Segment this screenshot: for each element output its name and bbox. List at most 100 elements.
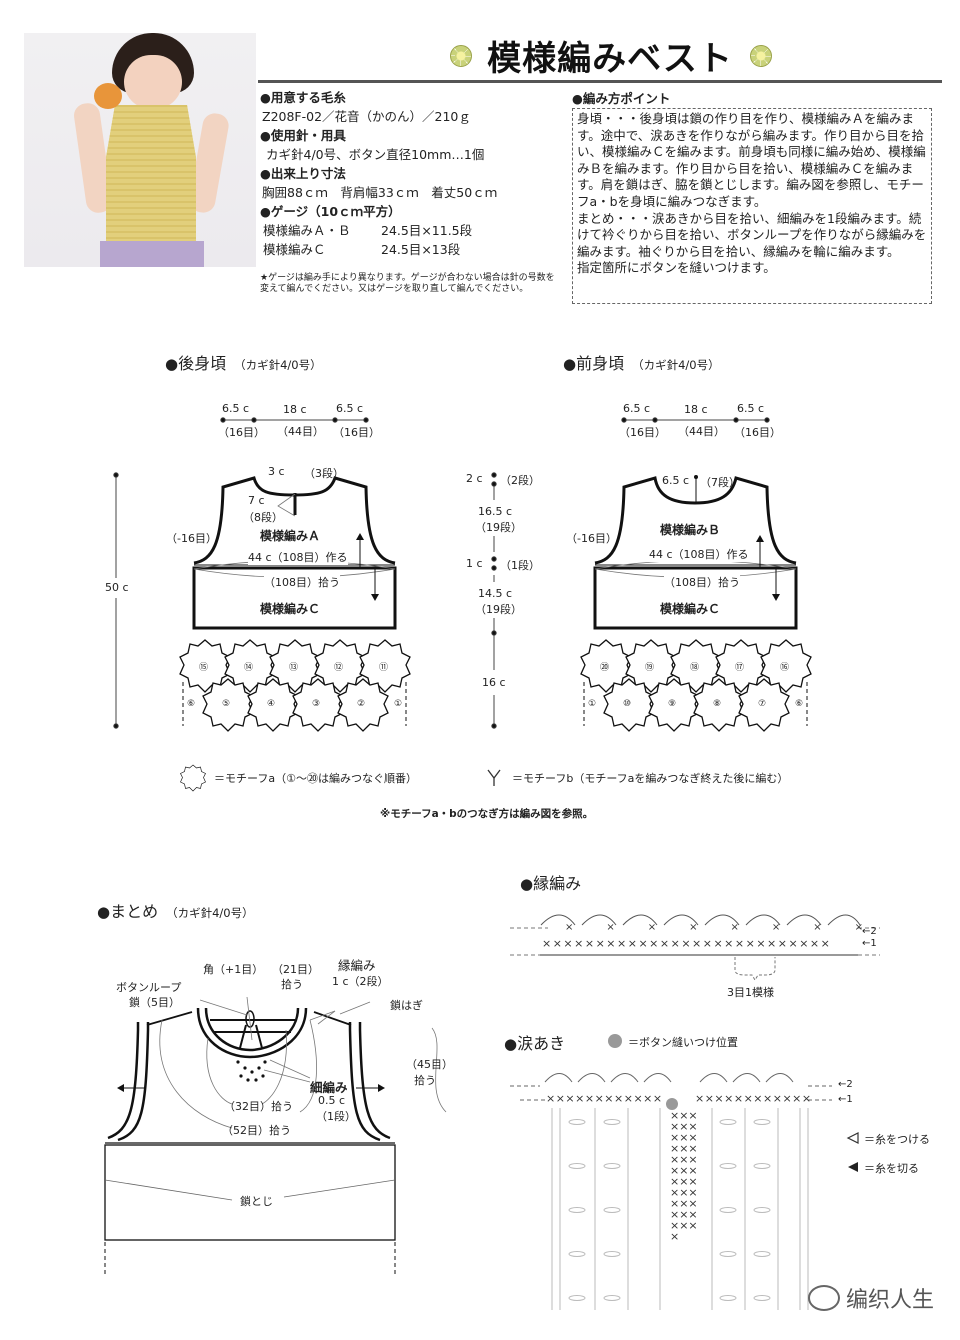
- points-paragraph: 身頃・・・後身頃は鎖の作り目を作り、模様編みＡを編みます。途中で、涙あきを作りな…: [577, 111, 926, 209]
- pickup-label: （32目）拾う: [224, 1100, 293, 1113]
- armhole-decrease: （-16目）: [166, 532, 217, 545]
- corner-label: 角（+1目）: [203, 963, 264, 976]
- motif-number: ⑭: [244, 663, 254, 673]
- repeat-label: 3目1模様: [727, 986, 774, 999]
- edging-heading: ●縁編み: [520, 874, 582, 893]
- front-shoulder-dim: 6.5 c: [623, 402, 651, 415]
- foundation-label: 44 c（108目）作る: [649, 546, 749, 562]
- motif-number: ⑯: [780, 663, 790, 673]
- single-crochet-label: 細編み: [310, 1080, 348, 1095]
- motif-number: ①: [394, 699, 403, 709]
- row-marker: ←1: [862, 938, 877, 949]
- motif-number: ④: [267, 699, 276, 709]
- front-heading: ●前身頃（カギ針4/0号）: [563, 354, 720, 373]
- join-yarn-legend: ＝糸をつける: [864, 1133, 930, 1146]
- pickup-label: （52目）拾う: [222, 1124, 291, 1137]
- row-marker: ←1: [838, 1094, 853, 1105]
- motif-number: ⑫: [334, 663, 344, 673]
- row-count: （3段）: [304, 467, 344, 480]
- pickup-label: （45目）: [406, 1058, 453, 1071]
- assembly-heading: ●まとめ（カギ針4/0号）: [97, 902, 254, 921]
- points-paragraph: 指定箇所にボタンを縫いつけます。: [577, 260, 776, 276]
- motif-number: ⑥: [187, 699, 196, 709]
- row-count: （19段）: [475, 521, 522, 534]
- motif-b-legend: ＝モチーフb（モチーフaを編みつなぎ終えた後に編む）: [512, 772, 789, 785]
- watermark-text: 编织人生: [846, 1288, 935, 1313]
- tools-value: カギ針4/0号、ボタン直径10mm…1個: [266, 147, 485, 162]
- gauge-heading: ゲージ（10ｃｍ平方）: [260, 202, 570, 221]
- front-neck-dim: 18 c: [684, 403, 708, 416]
- flower-icon: [447, 42, 473, 68]
- stitch-count: （16目）: [619, 426, 666, 439]
- back-heading: ●後身頃（カギ針4/0号）: [165, 354, 322, 373]
- motif-number: ⑤: [222, 699, 231, 709]
- row-count: （2段）: [500, 474, 540, 487]
- back-shoulder-dim: 6.5 c: [222, 402, 250, 415]
- motif-number: ⑬: [289, 663, 299, 673]
- dim-label: 16.5 c: [478, 505, 513, 518]
- motif-number: ③: [312, 699, 321, 709]
- motif-number: ⑳: [600, 663, 610, 673]
- stitch-count: （16目）: [333, 426, 380, 439]
- total-length: 50 c: [105, 581, 129, 594]
- button-loop-chain: 鎖（5目）: [129, 996, 180, 1009]
- motif-number: ①: [588, 699, 597, 709]
- pickup-label: 拾う: [414, 1074, 436, 1087]
- flower-icon: [747, 42, 773, 68]
- sc-row: ×××××××××××××××××××××××××××: [542, 937, 832, 950]
- stitch-count: （16目）: [218, 426, 265, 439]
- pickup-label: （21目）: [272, 963, 319, 976]
- row-count: （7段）: [700, 476, 740, 489]
- page-title: 模様編みベスト: [487, 38, 733, 79]
- sc-dim: 0.5 c: [318, 1094, 346, 1107]
- sc-row: ××××××××××××: [695, 1092, 812, 1105]
- model-photo: [24, 33, 256, 267]
- stitch-count: （44目）: [277, 425, 324, 438]
- front-shoulder-dim: 6.5 c: [737, 402, 765, 415]
- side-seam-label: 鎖とじ: [240, 1195, 273, 1208]
- motif-number: ⑰: [735, 663, 745, 673]
- dim-label: 1 c: [466, 557, 483, 570]
- button-loop-label: ボタンループ: [116, 981, 182, 994]
- size-heading: 出来上り寸法: [260, 164, 570, 183]
- points-box: 身頃・・・後身頃は鎖の作り目を作り、模様編みＡを編みます。途中で、涙あきを作りな…: [572, 108, 932, 304]
- armhole-decrease: （-16目）: [566, 532, 617, 545]
- motif-number: ⑧: [713, 699, 722, 709]
- wechat-icon: [808, 1285, 840, 1311]
- page-title-row: 模様編みベスト: [420, 30, 800, 80]
- back-neck-dim: 18 c: [283, 403, 307, 416]
- pickup-label: （108目）拾う: [664, 574, 740, 590]
- front-neck-depth: 6.5 c: [662, 474, 690, 487]
- row-marker: ←2: [838, 1079, 853, 1090]
- motif-number: ⑥: [795, 699, 804, 709]
- back-shoulder-dim: 6.5 c: [336, 402, 364, 415]
- points-heading: 編み方ポイント: [572, 88, 671, 107]
- row-count: （1段）: [500, 559, 540, 572]
- motif-note: ※モチーフa・bのつなぎ方は編み図を参照。: [380, 808, 594, 820]
- slit-length: 7 c: [248, 494, 265, 507]
- motif-number: ②: [357, 699, 366, 709]
- cut-yarn-legend: ＝糸を切る: [864, 1162, 919, 1175]
- pattern-c-label: 模様編みＣ: [660, 602, 721, 616]
- sc-row: ××××××××: [565, 922, 897, 933]
- tools-heading: 使用針・用具: [260, 126, 570, 145]
- shoulder-seam-label: 鎖はぎ: [390, 999, 423, 1012]
- motif-number: ⑩: [623, 699, 632, 709]
- motif-number: ⑨: [668, 699, 677, 709]
- button-legend: ＝ボタン縫いつけ位置: [628, 1036, 738, 1049]
- motif-number: ⑮: [199, 663, 209, 673]
- points-paragraph: まとめ・・・涙あきから目を拾い、細編みを1段編みます。続けて衿ぐりから目を拾い、…: [577, 210, 927, 259]
- edging-dim: 1 c（2段）: [332, 975, 389, 988]
- slit-sc-columns: ××××××××××××××××××××××××××××××××××: [670, 1109, 698, 1243]
- back-neck-depth: 3 c: [268, 465, 285, 478]
- row-marker: ←2: [862, 926, 877, 937]
- pickup-label: 拾う: [281, 978, 303, 991]
- size-value: 胸囲88ｃｍ 背肩幅33ｃｍ 着丈50ｃｍ: [262, 185, 498, 200]
- row-count: （19段）: [475, 603, 522, 616]
- stitch-count: （16目）: [734, 426, 781, 439]
- dim-label: 2 c: [466, 472, 483, 485]
- yarn-heading: 用意する毛糸: [260, 88, 570, 107]
- dim-label: 16 c: [482, 676, 506, 689]
- motif-number: ⑪: [379, 663, 389, 673]
